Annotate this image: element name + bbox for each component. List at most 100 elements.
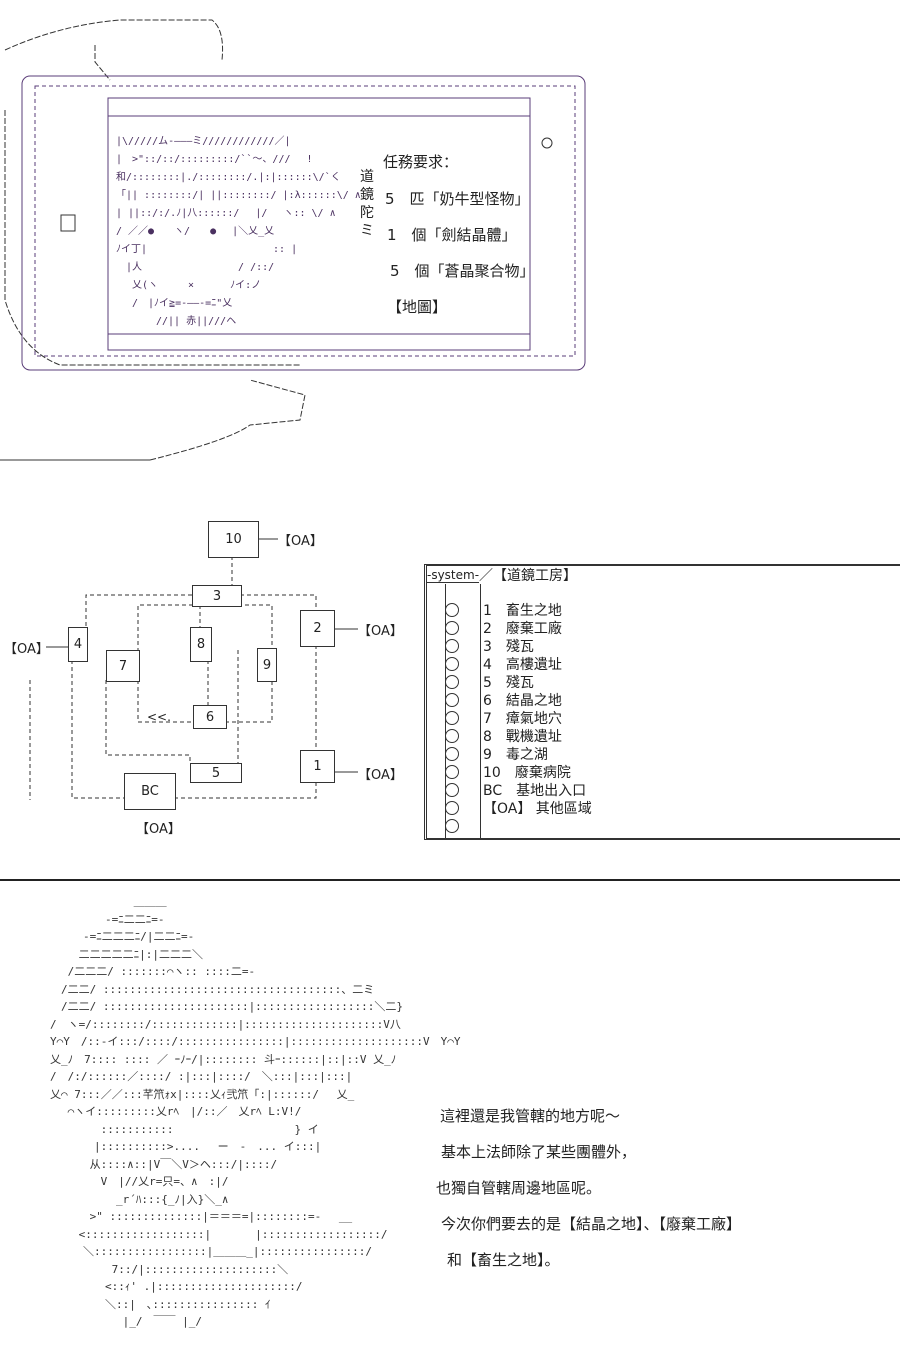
art-line: | >"::/::/:::::::::/``～、/// ! <box>116 154 313 165</box>
area-label: 8 戰機遺址 <box>483 729 562 745</box>
art-line: | ||::/:/.ﾉ|八::::::/ |/ ヽ:: \/ ∧ <box>116 208 336 219</box>
art-line: |::::::::::>.... ー - ... イ:::| <box>50 1140 322 1153</box>
area-item[interactable]: 9 毒之湖 <box>427 745 900 763</box>
map-connections <box>29 538 358 800</box>
area-label: 1 畜生之地 <box>483 603 562 619</box>
area-label: 2 廢棄工廠 <box>483 621 562 637</box>
art-line: /二二二/ :::::::⌒ヽ:: ::::二=- <box>50 965 256 978</box>
character-art: ＿＿＿ -=ﾆ二二ﾆ=- -=ﾆ二二二ﾆ/|二二ﾆ=- 二二二二二ﾆ|:|二二二… <box>50 893 461 1331</box>
art-line: 从::::∧::|V￣＼V＞ヘ:::/|::::/ <box>50 1157 278 1171</box>
area-item[interactable] <box>427 817 900 835</box>
area-label: 7 瘴氣地穴 <box>483 711 562 727</box>
map-node-bc[interactable]: BC <box>124 773 176 810</box>
art-line: 7::/|::::::::::::::::::::＼ <box>50 1262 289 1276</box>
art-line: 「|| ::::::::/| ||::::::::/ |:λ::::::\/ ∧ <box>116 190 361 201</box>
area-item[interactable]: BC 基地出入口 <box>427 781 900 799</box>
area-label: 4 高樓遺址 <box>483 657 562 673</box>
art-line: 乂(ヽ × ﾉイ:ノ <box>116 280 262 291</box>
art-line: ＼:::::::::::::::::|＿＿＿_|::::::::::::::::… <box>50 1245 373 1258</box>
area-item[interactable]: 5 殘瓦 <box>427 673 900 691</box>
art-line: / ／／● ヽ/ ● |＼乂_乂 <box>116 226 275 237</box>
quest-item: 1 個「劍結晶體」 <box>387 226 517 244</box>
area-item[interactable]: 10 廢棄病院 <box>427 763 900 781</box>
oa-label[interactable]: 【OA】 <box>358 624 403 639</box>
area-label: 3 殘瓦 <box>483 639 534 655</box>
area-list: 1 畜生之地 2 廢棄工廠 3 殘瓦 4 高樓遺址 5 殘瓦 6 結晶之地 7 瘴氣地穴 8 … <box>427 601 900 835</box>
art-line: ⌒ヽイ:::::::::乂rﾍ |/::／ 乂rﾍ L:V!/ <box>50 1105 302 1118</box>
area-item[interactable]: 4 高樓遺址 <box>427 655 900 673</box>
art-line: |人 / /::/ <box>116 262 275 273</box>
area-item[interactable]: 【OA】 其他區域 <box>427 799 900 817</box>
oa-label[interactable]: 【OA】 <box>278 534 323 549</box>
map-node-7[interactable]: 7 <box>106 650 140 682</box>
quest-item: 5 匹「奶牛型怪物」 <box>385 190 530 208</box>
map-node-5[interactable]: 5 <box>190 763 242 783</box>
hand-holding-phone-drawing <box>0 19 586 461</box>
art-line: |_/ ￣￣ |_/ <box>50 1315 202 1328</box>
quest-item: 5 個「蒼晶聚合物」 <box>390 262 535 280</box>
dialogue-line: 也獨自管轄周邊地區呢。 <box>436 1179 602 1197</box>
section-divider <box>0 879 900 881</box>
system-title: ／【道鏡工房】 <box>479 568 578 584</box>
dialogue-line: 和【畜生之地】。 <box>447 1251 560 1269</box>
oa-label[interactable]: 【OA】 <box>4 642 49 657</box>
art-line: _r´ﾊ:::{_ﾉ|入}＼_∧ <box>50 1192 229 1206</box>
area-label: BC 基地出入口 <box>483 783 587 799</box>
face-art: |\/////ム-―――ミ////////////／|| >"::/::/:::… <box>116 133 361 331</box>
area-item[interactable]: 6 結晶之地 <box>427 691 900 709</box>
art-line: /二二/ :::::::::::::::::::::::::::::::::::… <box>50 982 375 996</box>
map-node-2[interactable]: 2 <box>300 610 335 647</box>
area-item[interactable]: 1 畜生之地 <box>427 601 900 619</box>
art-line: 和/::::::::|./::::::::/.|:|::::::\/`く <box>116 172 341 183</box>
camera-icon <box>541 137 553 149</box>
dialogue-line: 基本上法師除了某些團體外， <box>441 1143 637 1161</box>
art-line: ＿＿＿ <box>50 895 167 908</box>
area-label: 5 殘瓦 <box>483 675 534 691</box>
side-label: 道鏡陀ミ <box>360 169 374 239</box>
art-line: ::::::::::: } イ <box>50 1122 319 1136</box>
system-header: -system- <box>427 567 480 583</box>
art-line: V |//乂r=只=、∧ :|/ <box>50 1175 229 1188</box>
map-node-8[interactable]: 8 <box>190 627 212 662</box>
art-line: 乂⌒ 7:::／／:::芊笊ｫx|::::乂ｨ弐笊「:|::::::/ 乂_ <box>50 1087 355 1101</box>
art-line: 二二二二二ﾆ|:|二二二＼ <box>50 947 203 961</box>
map-link[interactable]: 【地圖】 <box>387 298 448 316</box>
art-line: / /:/::::::／::::/ :|:::|::::/ ＼:::|:::|:… <box>50 1070 353 1083</box>
map-node-1[interactable]: 1 <box>300 750 335 783</box>
area-label: 【OA】 其他區域 <box>483 801 592 817</box>
area-item[interactable]: 8 戰機遺址 <box>427 727 900 745</box>
area-item[interactable]: 7 瘴氣地穴 <box>427 709 900 727</box>
art-line: /二二/ ::::::::::::::::::::::|::::::::::::… <box>50 1000 404 1013</box>
area-label: 6 結晶之地 <box>483 693 562 709</box>
area-label: 10 廢棄病院 <box>483 765 571 781</box>
area-label: 9 毒之湖 <box>483 747 548 763</box>
dialogue-line: 今次你們要去的是【結晶之地】、【廢棄工廠】 <box>441 1215 742 1233</box>
area-item[interactable]: 2 廢棄工廠 <box>427 619 900 637</box>
arrow-to-6: <<. <box>147 710 171 724</box>
map-node-6[interactable]: 6 <box>193 705 227 729</box>
area-item[interactable]: 3 殘瓦 <box>427 637 900 655</box>
map-node-4[interactable]: 4 <box>68 627 88 662</box>
art-line: 乂_ﾉ 7:::: :::: ／ ｰﾉｰ/|:::::::: 斗ｰ::::::|… <box>50 1052 397 1066</box>
art-line: -=ﾆ二二ﾆ=- <box>50 912 165 926</box>
art-line: |\/////ム-―――ミ////////////／| <box>116 136 291 147</box>
oa-label[interactable]: 【OA】 <box>358 768 403 783</box>
quest-title: 任務要求： <box>383 153 459 171</box>
home-button-icon <box>60 214 76 232</box>
map-node-10[interactable]: 10 <box>208 521 259 558</box>
art-line: >" ::::::::::::::|＝＝＝=|::::::::=- __ <box>50 1210 353 1223</box>
art-line: Y⌒Y /::-イ:::/::::/::::::::::::::::|:::::… <box>50 1035 461 1048</box>
art-line: <::::::::::::::::::| |::::::::::::::::::… <box>50 1227 388 1241</box>
art-line: / ヽ=/::::::::/:::::::::::::|::::::::::::… <box>50 1017 401 1031</box>
map-node-3[interactable]: 3 <box>192 585 242 607</box>
art-line: ＼::| ､:::::::::::::::: ｲ <box>50 1297 271 1311</box>
oa-label[interactable]: 【OA】 <box>136 822 181 837</box>
system-panel: -system-／【道鏡工房】 1 畜生之地 2 廢棄工廠 3 殘瓦 4 高樓遺址 5 … <box>424 564 900 840</box>
art-line: -=ﾆ二二二ﾆ/|二二ﾆ=- <box>50 930 195 943</box>
art-line: / |ﾉイ≧=-――-=ﾆ"乂 <box>116 298 233 309</box>
dialogue-line: 這裡還是我管轄的地方呢～ <box>440 1107 621 1125</box>
art-line: ﾉイ丁| :: | <box>116 244 298 255</box>
checkbox-column <box>445 584 481 838</box>
map-node-9[interactable]: 9 <box>257 648 277 682</box>
